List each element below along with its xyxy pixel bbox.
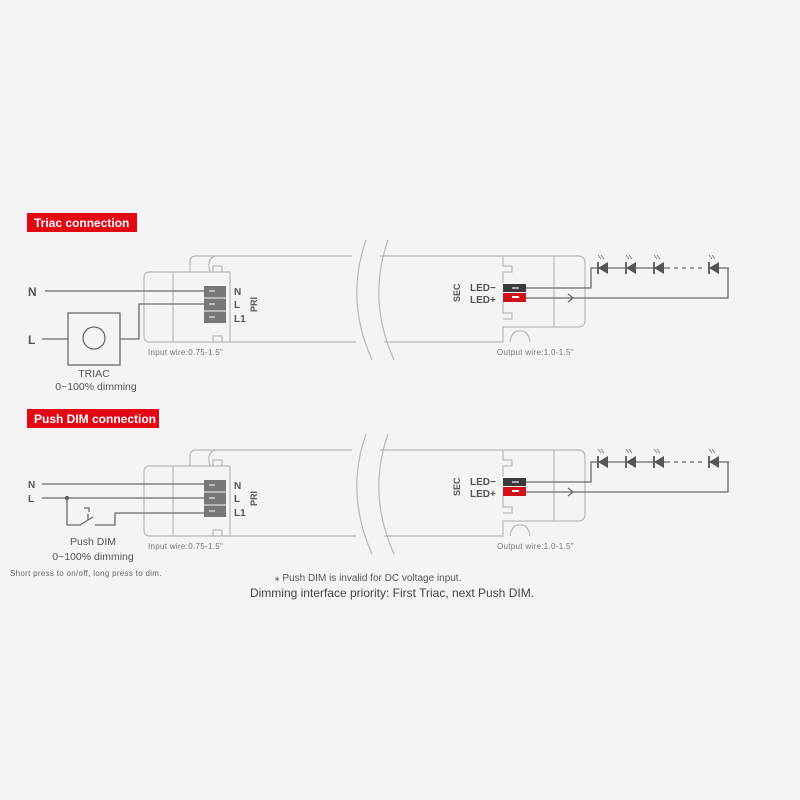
input-n-label: N: [28, 480, 35, 491]
input-wire-spec: Input wire:0.75-1.5": [148, 348, 223, 357]
pri-label: PRI: [249, 297, 259, 312]
sec-terminal-led-plus: LED+: [470, 489, 496, 500]
sec-label: SEC: [452, 283, 462, 302]
push-switch-icon: [66, 498, 205, 526]
dimmer-knob-icon: [82, 326, 106, 350]
pri-terminal-n: N: [234, 481, 241, 492]
input-l-label: L: [28, 494, 34, 505]
triac-title: Triac connection: [34, 216, 129, 230]
triac-dimmer: [67, 312, 121, 366]
triac-range: 0~100% dimming: [55, 381, 137, 393]
pri-terminal-l1: L1: [234, 314, 246, 325]
input-wire-spec: Input wire:0.75-1.5": [148, 542, 223, 551]
pri-terminal-l: L: [234, 300, 240, 311]
push-title: Push DIM connection: [34, 412, 156, 426]
push-dim-section: Push DIM connection N L Push DIM 0~100% …: [10, 409, 800, 578]
sec-label: SEC: [452, 477, 462, 496]
pri-label: PRI: [249, 491, 259, 506]
output-wire-spec: Output wire:1.0-1.5": [497, 348, 574, 357]
input-l-label: L: [28, 333, 35, 347]
push-title-badge: [27, 409, 159, 428]
output-wire-spec: Output wire:1.0-1.5": [497, 542, 574, 551]
push-hint: Short press to on/off, long press to dim…: [10, 569, 162, 578]
triac-title-badge: [27, 213, 137, 232]
pri-terminal-n: N: [234, 287, 241, 298]
sec-terminal-led-minus: LED−: [470, 477, 496, 488]
triac-name: TRIAC: [78, 368, 110, 380]
push-range: 0~100% dimming: [52, 551, 134, 563]
triac-section: Triac connection N L TRIAC 0~100% dimmin…: [27, 213, 800, 393]
push-dim-note: ⁎ Push DIM is invalid for DC voltage inp…: [275, 573, 462, 584]
priority-note: Dimming interface priority: First Triac,…: [250, 586, 534, 600]
push-name: Push DIM: [70, 536, 116, 548]
pri-terminal-l1: L1: [234, 508, 246, 519]
input-n-label: N: [28, 285, 37, 299]
pri-terminal-l: L: [234, 494, 240, 505]
sec-terminal-led-minus: LED−: [470, 283, 496, 294]
sec-terminal-led-plus: LED+: [470, 295, 496, 306]
